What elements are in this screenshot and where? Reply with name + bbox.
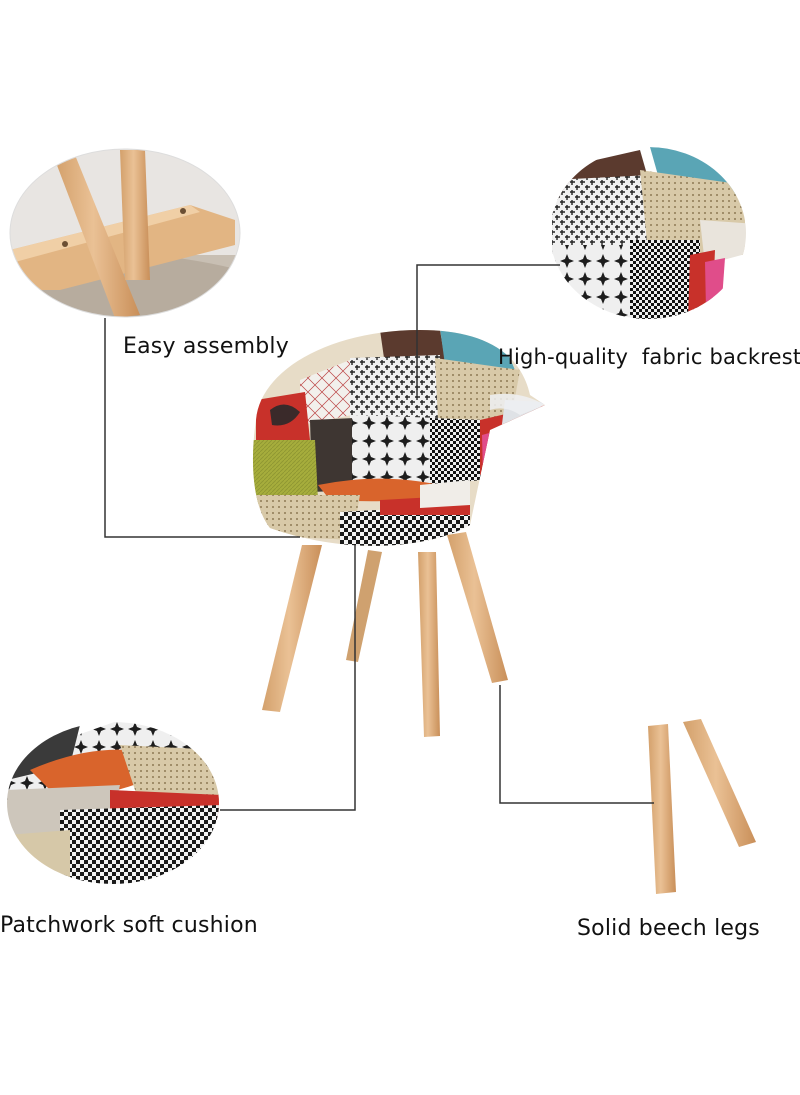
feature-label-legs: Solid beech legs: [577, 916, 760, 941]
main-chair: [252, 330, 545, 737]
assembly-detail-photo: [10, 149, 240, 317]
backrest-fabric-photo: [550, 147, 746, 319]
feature-label-cushion: Patchwork soft cushion: [0, 913, 258, 938]
legs-detail-photo: [648, 719, 756, 894]
callout-lines: [104, 264, 654, 811]
cushion-fabric-photo: [7, 722, 219, 884]
feature-label-backrest: High-quality fabric backrest: [498, 345, 800, 369]
feature-label-assembly: Easy assembly: [123, 334, 289, 359]
